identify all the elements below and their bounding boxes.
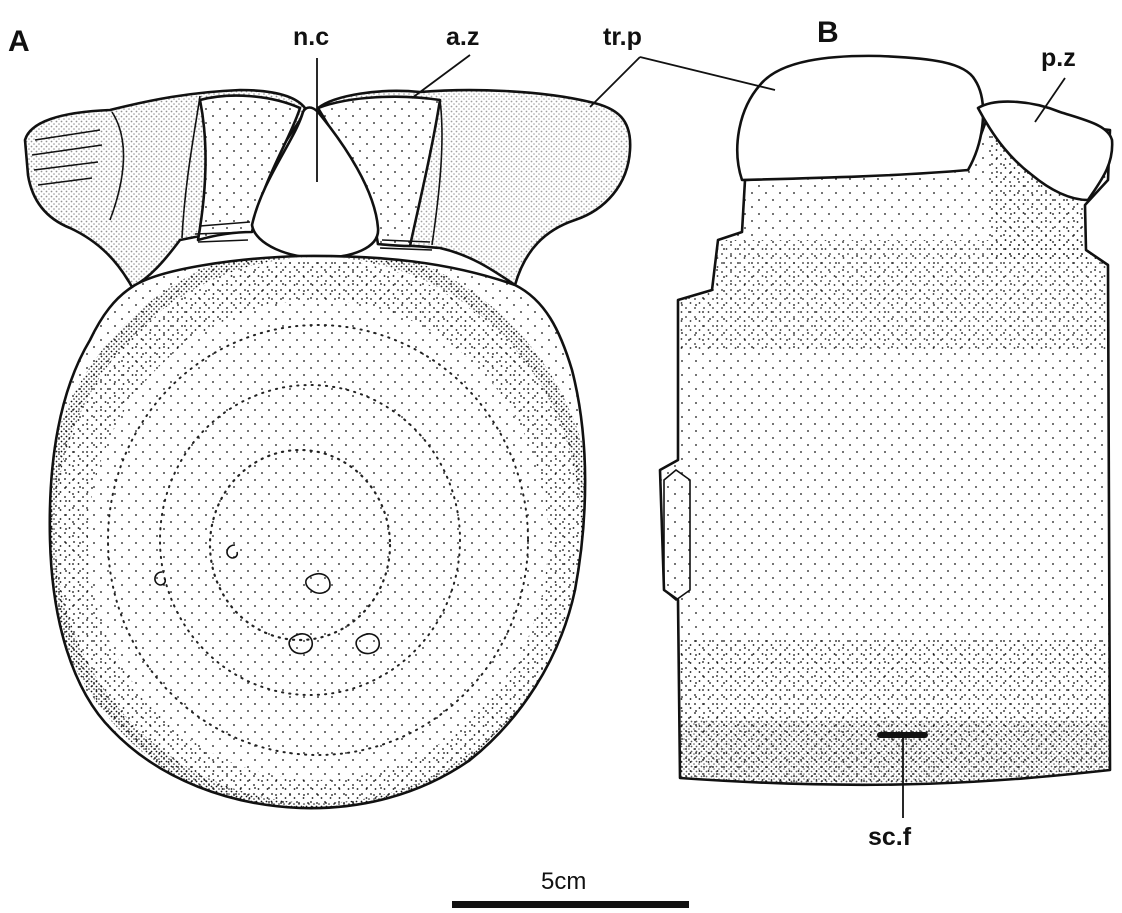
- scale-bar: 5cm: [452, 868, 689, 908]
- anterior-view: [25, 90, 630, 820]
- posterior-zygapophysis-label: p.z: [1041, 44, 1076, 72]
- subcentral-foramen-label: sc.f: [868, 823, 912, 851]
- trp-leader-a: [590, 57, 640, 107]
- scale-bar-line: [452, 901, 689, 908]
- panel-b-label: B: [817, 16, 839, 49]
- lateral-view: [650, 56, 1120, 800]
- panel-a-label: A: [8, 25, 30, 58]
- anterior-zygapophysis-label: a.z: [446, 23, 479, 51]
- transverse-process-label: tr.p: [603, 23, 642, 51]
- trp-leader-b: [640, 57, 775, 90]
- neural-canal-label: n.c: [293, 23, 329, 51]
- scale-bar-label: 5cm: [541, 868, 586, 895]
- neural-arch-lateral: [737, 56, 983, 180]
